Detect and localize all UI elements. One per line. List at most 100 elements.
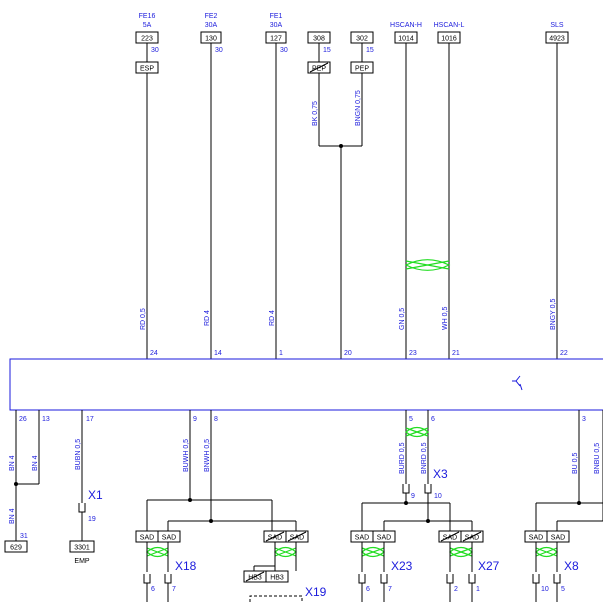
fuse-fe2-name: FE2: [205, 13, 218, 20]
module-transistor-icon: [512, 375, 523, 391]
wire-rd4b-label: RD 4: [269, 310, 276, 326]
x18-pin-b: 7: [172, 586, 176, 593]
fuse-fe2-pin: 30: [215, 47, 223, 54]
x8-sad-1: SAD: [529, 535, 543, 542]
x8-group: BU 0,5 BNBU 0,5 SAD SAD X8 10 5: [524, 410, 603, 602]
x8-label: X8: [564, 559, 579, 573]
fuse-fe2-number: 130: [205, 36, 217, 43]
x18-sad-box-2: [157, 530, 181, 543]
pin-bottom-8: 8: [214, 416, 218, 423]
pep-302-pin: 15: [366, 47, 374, 54]
x18-label: X18: [175, 559, 197, 573]
pep-group: 308 15 PEP 302 15 PEP BK 0,75 BNGN 0,75: [307, 31, 374, 359]
emp-label: EMP: [74, 558, 90, 565]
x18-pin-symbol: [143, 574, 172, 584]
x23-label: X23: [391, 559, 413, 573]
x3-pin-b: 10: [434, 493, 442, 500]
x23-pin-b: 7: [388, 586, 392, 593]
wire-burd05-label: BURD 0,5: [399, 442, 406, 474]
emp-group: BUBN 0,5 X1 19 3301 EMP: [69, 410, 103, 565]
splice-buwh: [188, 498, 192, 502]
fuse-fe16-pin: 30: [151, 47, 159, 54]
pin-top-24: 24: [150, 350, 158, 357]
x3-pin-symbol: [402, 484, 432, 494]
sls-group: SLS 4923 BNGY 0,5: [545, 22, 569, 359]
x8-pin-b: 5: [561, 586, 565, 593]
pin-bottom-9: 9: [193, 416, 197, 423]
x8-sad-box-2: [546, 530, 570, 543]
pin-top-23: 23: [409, 350, 417, 357]
x23-pin-symbol: [358, 574, 388, 584]
ground-number: 629: [10, 545, 22, 552]
pin-bottom-5: 5: [409, 416, 413, 423]
splice-burd: [404, 501, 408, 505]
x18-sad-1: SAD: [140, 535, 154, 542]
fuse-fe1-number: 127: [270, 36, 282, 43]
fuse-fe1-pin: 30: [280, 47, 288, 54]
fuse-fe1-name: FE1: [270, 13, 283, 20]
splice-bu: [577, 501, 581, 505]
x19-hb3-2: HB3: [270, 575, 284, 582]
wire-bnwh05-label: BNWH 0,5: [204, 439, 211, 472]
fuse-fe2: FE2 30A 130 30 RD 4: [200, 13, 223, 359]
x19-sad-2: SAD: [290, 535, 304, 542]
fuse-fe16-rating: 5A: [143, 22, 152, 29]
x27-pin-b: 1: [476, 586, 480, 593]
wire-gn05-label: GN 0,5: [399, 308, 406, 330]
x3-label: X3: [433, 467, 448, 481]
pep-302-number: 302: [356, 36, 368, 43]
wire-bn4c-label: BN 4: [9, 508, 16, 524]
x19-sad-1: SAD: [268, 535, 282, 542]
hscan-h-number: 1014: [398, 36, 414, 43]
x1-pin: 19: [88, 516, 96, 523]
fuse-fe16-number: 223: [141, 36, 153, 43]
hscan-group: HSCAN-H 1014 GN 0,5 HSCAN-L 1016 WH 0,5: [390, 22, 464, 359]
x19-dashed-outline: [249, 595, 303, 602]
x3-pin-a: 9: [411, 493, 415, 500]
pep-302-label: PEP: [355, 66, 369, 73]
fuse-fe16: FE16 5A 223 30 ESP RD 0,5: [135, 13, 159, 359]
hscan-l-name: HSCAN-L: [434, 22, 465, 29]
pep-308-label: PEP: [312, 66, 326, 73]
emp-number: 3301: [74, 545, 90, 552]
wire-bnbu05-label: BNBU 0,5: [594, 443, 601, 474]
pin-bottom-17: 17: [86, 416, 94, 423]
pep-308-pin: 15: [323, 47, 331, 54]
splice-bnrd: [426, 519, 430, 523]
x8-pin-symbol: [532, 574, 561, 584]
pin-bottom-3: 3: [582, 416, 586, 423]
emp-box: [69, 540, 95, 553]
fuse-fe1: FE1 30A 127 30 RD 4: [265, 13, 288, 359]
fuse-fe16-name: FE16: [139, 13, 156, 20]
x8-sad-2: SAD: [551, 535, 565, 542]
wire-bn4a-label: BN 4: [9, 455, 16, 471]
x19-hb3-1: HB3: [248, 575, 262, 582]
x23-sad-2: SAD: [377, 535, 391, 542]
x27-sad-2: SAD: [465, 535, 479, 542]
wire-rd05-label: RD 0,5: [140, 308, 147, 330]
wire-bngy05-label: BNGY 0,5: [550, 299, 557, 330]
x3-group: BURD 0,5 BNRD 0,5 X3 9 10 SAD SAD X23 6 …: [350, 410, 500, 602]
esp-label: ESP: [140, 66, 154, 73]
pin-top-14: 14: [214, 350, 222, 357]
wire-rd4a-label: RD 4: [204, 310, 211, 326]
wire-bu05-label: BU 0,5: [572, 452, 579, 474]
fuse-fe2-rating: 30A: [205, 22, 218, 29]
hscan-twist-symbol: [404, 259, 451, 271]
x19-label: X19: [305, 585, 327, 599]
x3-twist-symbol: [405, 426, 429, 438]
wire-bn4b-label: BN 4: [32, 455, 39, 471]
x27-pin-symbol: [446, 574, 476, 584]
x27-sad-1: SAD: [443, 535, 457, 542]
x23-sad-1: SAD: [355, 535, 369, 542]
pin-top-20: 20: [344, 350, 352, 357]
wire-bk075-label: BK 0,75: [312, 101, 319, 126]
wire-bngn075-label: BNGN 0,75: [355, 90, 362, 126]
x18-pin-a: 6: [151, 586, 155, 593]
x18-sad-2: SAD: [162, 535, 176, 542]
x19-hb3-box-2: [265, 570, 289, 583]
fuse-fe1-rating: 30A: [270, 22, 283, 29]
pin-bottom-6: 6: [431, 416, 435, 423]
ground-pin: 31: [20, 533, 28, 540]
